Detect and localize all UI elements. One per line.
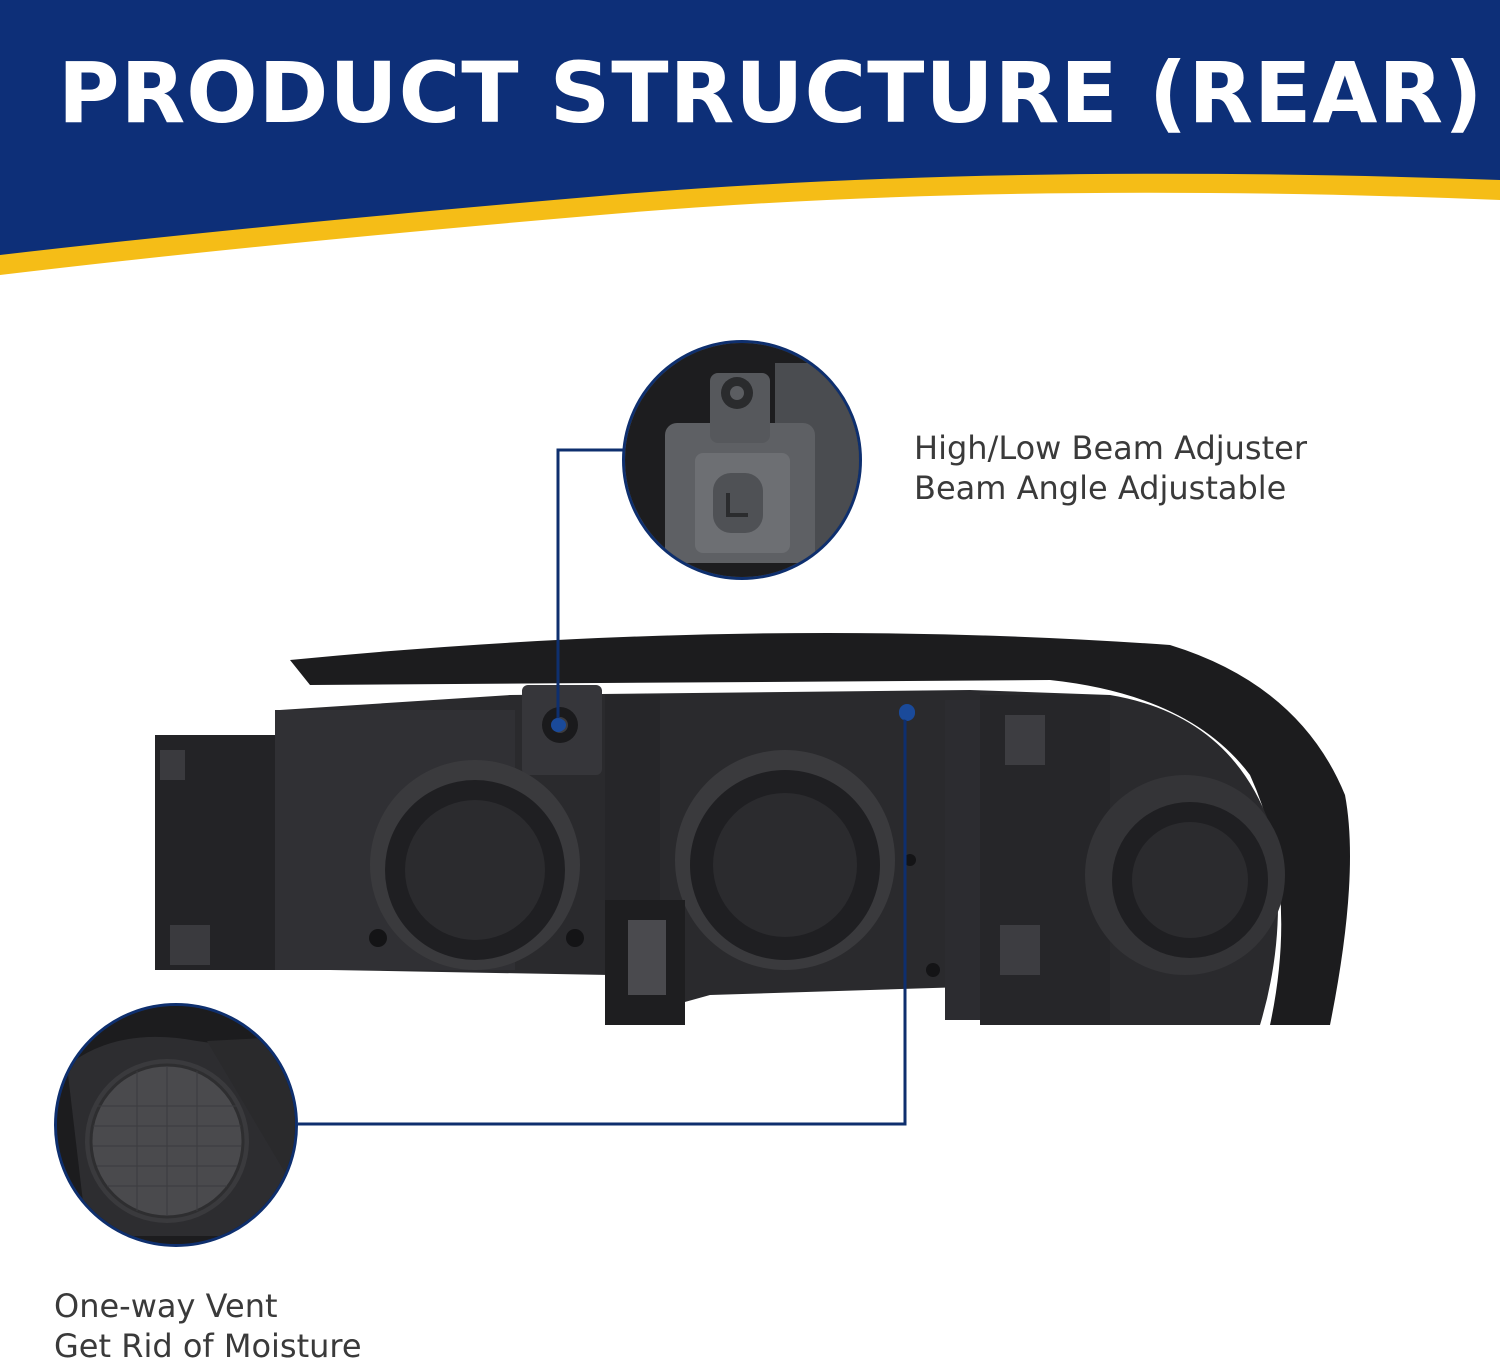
banner-shape [0, 0, 1500, 275]
beam-adjuster-caption: High/Low Beam Adjuster Beam Angle Adjust… [914, 428, 1307, 508]
beam-adjuster-label: High/Low Beam Adjuster [914, 429, 1307, 467]
one-way-vent-description: Get Rid of Moisture [54, 1327, 362, 1365]
one-way-vent-caption: One-way Vent Get Rid of Moisture [54, 1286, 362, 1366]
page-title: PRODUCT STRUCTURE (REAR) [58, 44, 1484, 142]
beam-adjuster-description: Beam Angle Adjustable [914, 469, 1287, 507]
header-banner: PRODUCT STRUCTURE (REAR) [0, 0, 1500, 280]
one-way-vent-detail-image [54, 1003, 298, 1247]
vent-closeup-graphic [57, 1006, 295, 1244]
beam-adjuster-detail-image [622, 340, 862, 580]
one-way-vent-label: One-way Vent [54, 1287, 278, 1325]
adjuster-closeup-graphic [625, 343, 859, 577]
headlamp-rear-image [155, 633, 1350, 1025]
